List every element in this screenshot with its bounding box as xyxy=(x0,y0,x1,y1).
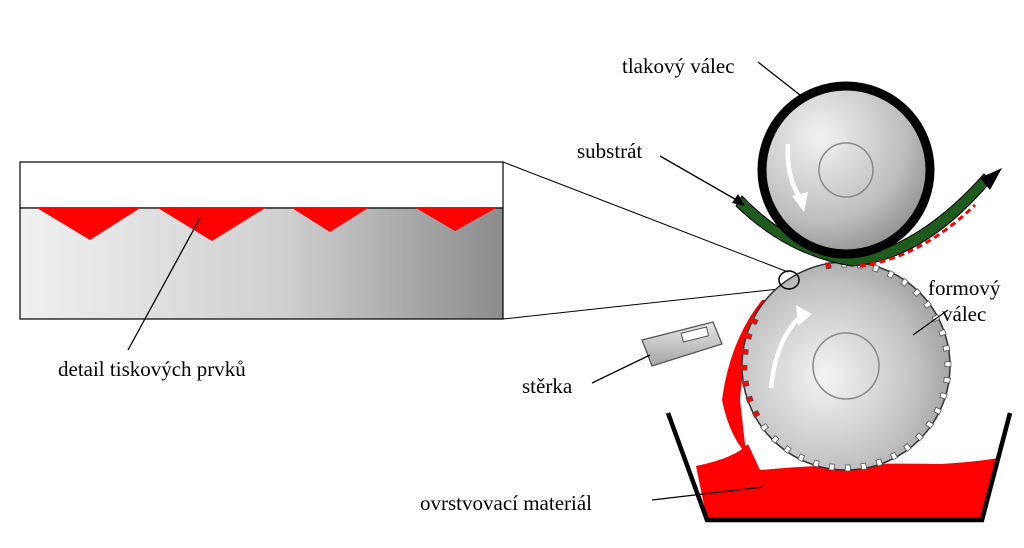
engraved-cell xyxy=(824,261,832,270)
detail-cell-4 xyxy=(416,208,496,231)
engraved-cell xyxy=(912,288,922,298)
doctor-blade-slot xyxy=(680,326,710,343)
pressure-roller-label: tlakový válec xyxy=(622,54,735,78)
engraved-cell xyxy=(939,392,948,400)
doctor-blade-label: stěrka xyxy=(522,374,573,398)
detail-label: detail tiskových prvků xyxy=(58,357,246,381)
detail-inset-top xyxy=(19,161,504,209)
detail-cell-2 xyxy=(158,208,265,241)
engraved-cell xyxy=(745,395,754,404)
detail-marker xyxy=(778,270,800,290)
engraved-cell xyxy=(751,409,761,419)
engraved-cell xyxy=(914,432,924,442)
arrowhead-icon xyxy=(980,168,1002,190)
coating-material-label: ovrstvovací materiál xyxy=(420,491,592,515)
engraved-cell xyxy=(875,458,884,467)
doctor-blade: stěrka xyxy=(522,321,723,398)
form-roller-label-line2: válec xyxy=(942,302,986,326)
form-roller-label-line1: formový xyxy=(928,276,1001,300)
engraved-cell xyxy=(741,380,750,388)
engraved-cell xyxy=(944,361,952,368)
form-roller-rotation-arrow xyxy=(768,313,804,389)
coating-material xyxy=(696,444,998,520)
form-roller-engraving xyxy=(740,260,952,472)
engraved-cell xyxy=(770,434,780,444)
coating-tray: ovrstvovací materiál xyxy=(420,412,1013,523)
form-roller: formový válec xyxy=(740,260,1001,472)
coating-material-pointer xyxy=(651,486,764,501)
engraved-cell xyxy=(938,328,947,337)
detail-leader-bottom xyxy=(502,287,789,320)
engraved-cell xyxy=(844,464,851,472)
engraved-cell xyxy=(900,278,909,287)
detail-leader-top xyxy=(502,161,789,273)
doctor-blade-pointer xyxy=(591,354,651,384)
engraved-cell xyxy=(925,420,934,429)
pressure-roller-pointer xyxy=(757,61,801,96)
engraved-cell xyxy=(744,332,753,340)
engraved-cell xyxy=(860,462,868,471)
engraved-cell xyxy=(943,376,951,384)
doctor-blade-body xyxy=(641,321,723,367)
engraved-cell xyxy=(797,453,806,462)
engraved-cell xyxy=(923,300,932,309)
engraved-cell xyxy=(828,463,836,471)
transferred-coating xyxy=(859,203,977,268)
detail-cell-3 xyxy=(292,208,368,232)
substrate-label: substrát xyxy=(577,139,642,163)
engraved-cell xyxy=(872,264,880,273)
pressure-roller-rotation-arrow xyxy=(785,143,802,200)
engraved-cell xyxy=(889,451,899,461)
engraved-cell xyxy=(750,317,759,326)
curved-arrow-icon xyxy=(792,192,808,212)
form-roller-pointer xyxy=(912,309,949,336)
engraved-cell xyxy=(886,270,895,279)
engraved-cell xyxy=(741,348,749,356)
engraved-cell xyxy=(933,406,942,415)
form-roller-hub xyxy=(812,332,880,400)
tray-walls xyxy=(665,412,1013,523)
engraved-cell xyxy=(760,423,769,432)
engraved-cell xyxy=(783,445,792,454)
substrate-pointer xyxy=(659,155,741,203)
detail-inset: detail tiskových prvků xyxy=(19,161,789,381)
pressure-roller-hub xyxy=(818,142,874,198)
engraved-cell xyxy=(903,443,912,452)
pressure-roller: tlakový válec xyxy=(622,54,935,259)
detail-cell-1 xyxy=(37,208,140,240)
detail-pointer xyxy=(127,217,201,351)
ink-pickup-film xyxy=(722,300,770,460)
engraved-cell xyxy=(942,344,951,352)
curved-arrow-icon xyxy=(796,305,812,326)
engraved-cell xyxy=(740,364,748,371)
substrate-pointer-head xyxy=(732,194,745,206)
engraved-cell xyxy=(812,459,820,468)
